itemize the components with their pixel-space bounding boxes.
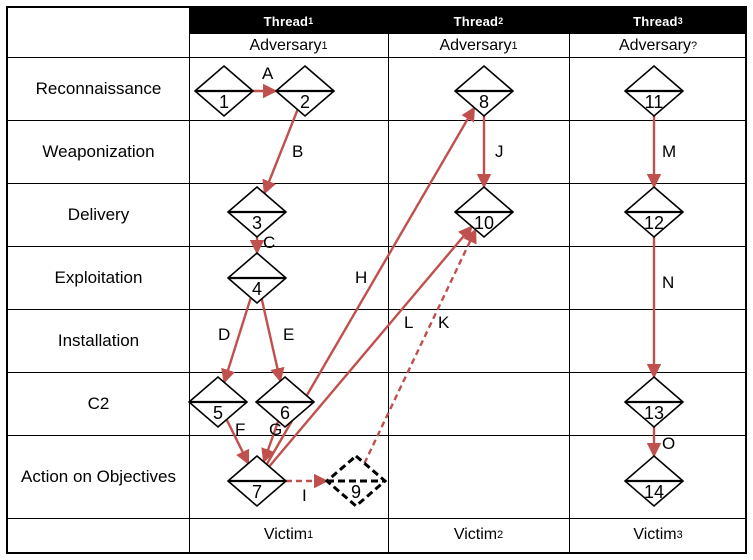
rule-sub-header xyxy=(8,57,745,58)
thread-3-sub: 3 xyxy=(677,16,683,26)
rule-col-label xyxy=(189,8,190,552)
phase-label-c2: C2 xyxy=(87,393,110,413)
thread-3-label: Thread xyxy=(633,13,678,29)
adversary-3-label: Adversary xyxy=(618,36,691,54)
rule-col-1-2 xyxy=(388,34,389,552)
adversary-3-sub: ? xyxy=(690,39,698,52)
adversary-3-cell: Adversary? xyxy=(569,34,747,57)
adversary-1-sub: 1 xyxy=(321,39,328,52)
victim-2-label: Victim xyxy=(453,526,498,543)
adversary-2-sub: 1 xyxy=(511,39,518,52)
thread-2-sub: 2 xyxy=(498,16,504,26)
phase-label-exploitation: Exploitation xyxy=(54,267,143,287)
rule-col-2-3 xyxy=(569,34,570,552)
victim-1-label: Victim xyxy=(263,526,308,543)
phase-label-installation: Installation xyxy=(57,330,140,350)
thread-header-band xyxy=(189,8,747,34)
thread-1-label: Thread xyxy=(263,13,309,29)
adversary-1-label: Adversary xyxy=(249,36,322,54)
victim-3-sub: 3 xyxy=(676,529,683,541)
victim-3-label: Victim xyxy=(633,526,677,543)
thread-1-sub: 1 xyxy=(308,16,314,26)
thread-2-label: Thread xyxy=(453,13,499,29)
victim-2-sub: 2 xyxy=(497,529,504,541)
phase-label-reconnaissance: Reconnaissance xyxy=(35,78,162,98)
phase-label-delivery: Delivery xyxy=(67,204,130,224)
rule-action-bottom xyxy=(8,518,745,519)
adversary-2-label: Adversary xyxy=(439,36,512,54)
victim-1-sub: 1 xyxy=(307,529,314,541)
phase-label-action-on-objectives: Action on Objectives xyxy=(21,466,176,486)
phase-label-weaponization: Weaponization xyxy=(42,141,155,161)
